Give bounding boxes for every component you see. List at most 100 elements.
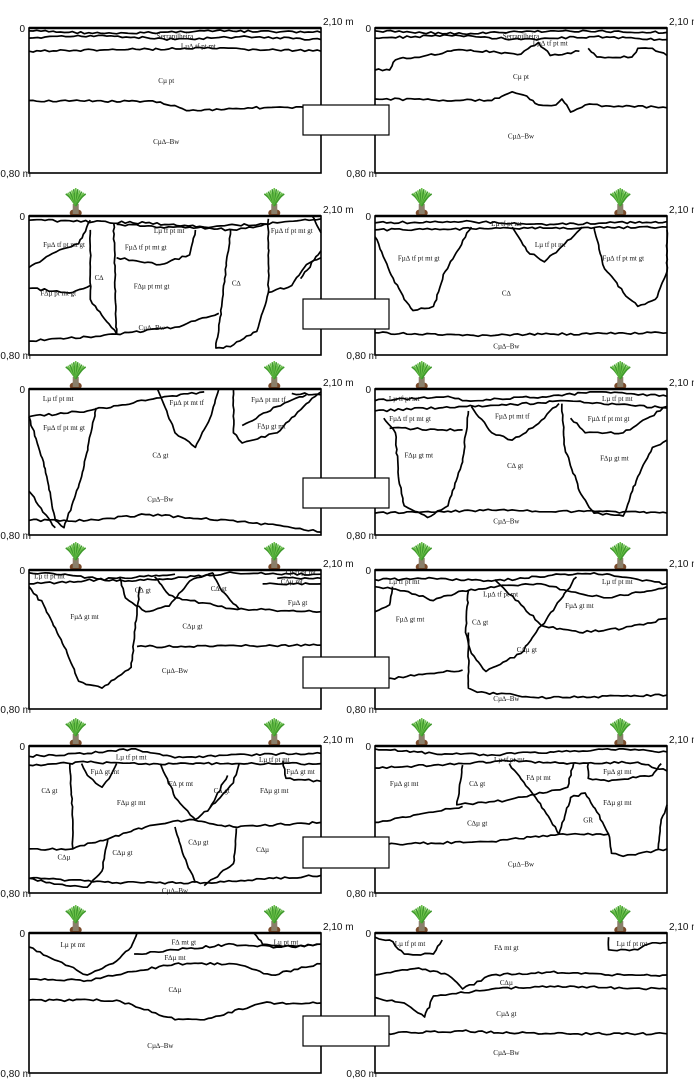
horizon-boundary — [560, 403, 668, 517]
horizon-boundary — [209, 775, 229, 809]
plant-icon — [411, 361, 433, 390]
horizon-boundary — [116, 312, 220, 336]
horizon-boundary — [28, 513, 322, 533]
horizon-label: C∆ gt — [135, 586, 151, 594]
panel-frame — [374, 932, 668, 1074]
horizon-boundary — [28, 99, 322, 112]
horizon-boundary — [587, 47, 668, 59]
horizon-boundary — [569, 405, 668, 435]
horizon-boundary — [28, 284, 91, 294]
horizon-label: Cµ∆–Bw — [147, 496, 174, 504]
horizon-boundary — [215, 218, 270, 349]
horizon-boundary — [28, 490, 56, 529]
depth-bottom-label: 0,80 m — [346, 169, 377, 180]
horizon-label: Lµ tf pt mt — [602, 395, 633, 403]
horizon-label: Lµ tf pt mt — [395, 940, 426, 948]
plant-icon — [609, 718, 631, 747]
horizon-boundary — [374, 508, 668, 515]
horizon-label: Fµ∆ tf pt mt gt — [398, 255, 440, 263]
horizon-boundary — [112, 222, 118, 335]
horizon-label: F∆ pt mt — [169, 780, 194, 788]
horizon-boundary — [154, 576, 176, 599]
horizon-label: Lµ pt mt — [274, 938, 299, 946]
horizon-label: Lµ tf pt mt — [617, 940, 648, 948]
panel-frame — [374, 569, 668, 710]
horizon-boundary — [212, 572, 240, 610]
horizon-boundary — [494, 576, 578, 627]
horizon-label: Fµ∆ pt mt tf — [169, 399, 204, 407]
horizon-label: Lµ tf pt mt — [34, 573, 65, 581]
blank-label-box — [302, 477, 390, 509]
horizon-label: Lµ tf pt mt — [389, 395, 420, 403]
horizon-boundary — [28, 407, 98, 529]
horizon-label: F∆µ gt mt — [117, 799, 146, 807]
horizon-label: Lµ tf pt mt — [602, 578, 633, 586]
horizon-label: Lµ tf pt mt — [154, 227, 185, 235]
horizon-label: Cµ pt — [513, 73, 529, 81]
horizon-boundary — [28, 838, 109, 889]
plant-icon — [65, 905, 87, 934]
horizon-label: F∆µ mt — [164, 954, 185, 962]
horizon-boundary — [374, 219, 668, 227]
width-label: 2,10 m — [323, 17, 354, 28]
horizon-label: Fµ∆ gt mt — [565, 602, 594, 610]
horizon-label: Lµ∆ tf pt mt — [181, 42, 216, 50]
width-label: 2,10 m — [323, 205, 354, 216]
horizon-boundary — [28, 586, 141, 689]
depth-top-label: 0 — [19, 385, 25, 396]
horizon-label: C∆µ gt — [517, 646, 537, 654]
horizon-label: Fµ∆ gt mt — [603, 768, 632, 776]
horizon-label: Fµ∆ pt mt tf — [251, 396, 286, 404]
horizon-label: Fµ∆ gt mt — [396, 616, 425, 624]
horizon-boundary — [174, 596, 322, 613]
horizon-label: C∆µ — [256, 846, 269, 854]
plant-icon — [411, 188, 433, 217]
horizon-boundary — [116, 223, 269, 232]
horizon-label: C∆ gt — [152, 452, 168, 460]
horizon-label: Fµ∆ tf pt mt gt — [271, 227, 313, 235]
horizon-label: Fµ∆ tf pt mt gt — [43, 424, 85, 432]
plant-icon — [65, 718, 87, 747]
horizon-boundary — [374, 1029, 668, 1036]
horizon-label: Cµ∆–Bw — [153, 138, 180, 146]
horizon-label: F∆µ gt mt — [603, 799, 632, 807]
width-label: 2,10 m — [669, 922, 694, 933]
horizon-boundary — [282, 760, 322, 783]
horizon-label: Fµ∆ gt mt — [70, 613, 99, 621]
horizon-label: Cµ∆–Bw — [162, 887, 189, 895]
horizon-label: Cµ∆–Bw — [493, 342, 520, 350]
horizon-label: Lµ∆ tf pt mt — [483, 591, 518, 599]
horizon-boundary — [467, 632, 668, 700]
plant-icon — [65, 542, 87, 571]
depth-top-label: 0 — [19, 742, 25, 753]
depth-bottom-label: 0,80 m — [346, 1069, 377, 1079]
horizon-label: Lµ tf pt mt — [259, 756, 290, 764]
horizon-label: C∆ gt — [41, 787, 57, 795]
horizon-boundary — [28, 217, 322, 229]
horizon-boundary — [116, 229, 197, 266]
horizon-label: Fµ∆ tf pt mt gt — [389, 415, 431, 423]
horizon-boundary — [657, 804, 668, 849]
horizon-boundary — [28, 219, 92, 269]
horizon-boundary — [28, 391, 205, 418]
horizon-boundary — [374, 833, 560, 846]
horizon-label: C∆ — [95, 274, 105, 282]
horizon-label: Fµ∆ gt mt — [390, 780, 419, 788]
width-label: 2,10 m — [323, 559, 354, 570]
horizon-boundary — [374, 967, 668, 990]
width-label: 2,10 m — [669, 205, 694, 216]
horizon-boundary — [262, 582, 322, 586]
width-label: 2,10 m — [669, 378, 694, 389]
horizon-boundary — [375, 805, 463, 824]
horizon-boundary — [607, 937, 668, 952]
horizon-boundary — [156, 388, 220, 449]
depth-bottom-label: 0,80 m — [0, 351, 31, 362]
horizon-label: GR — [583, 817, 593, 825]
horizon-label: F∆µ pt mt gt — [134, 283, 170, 291]
horizon-label: Cµ∆–Bw — [508, 861, 535, 869]
horizon-boundary — [174, 826, 197, 884]
